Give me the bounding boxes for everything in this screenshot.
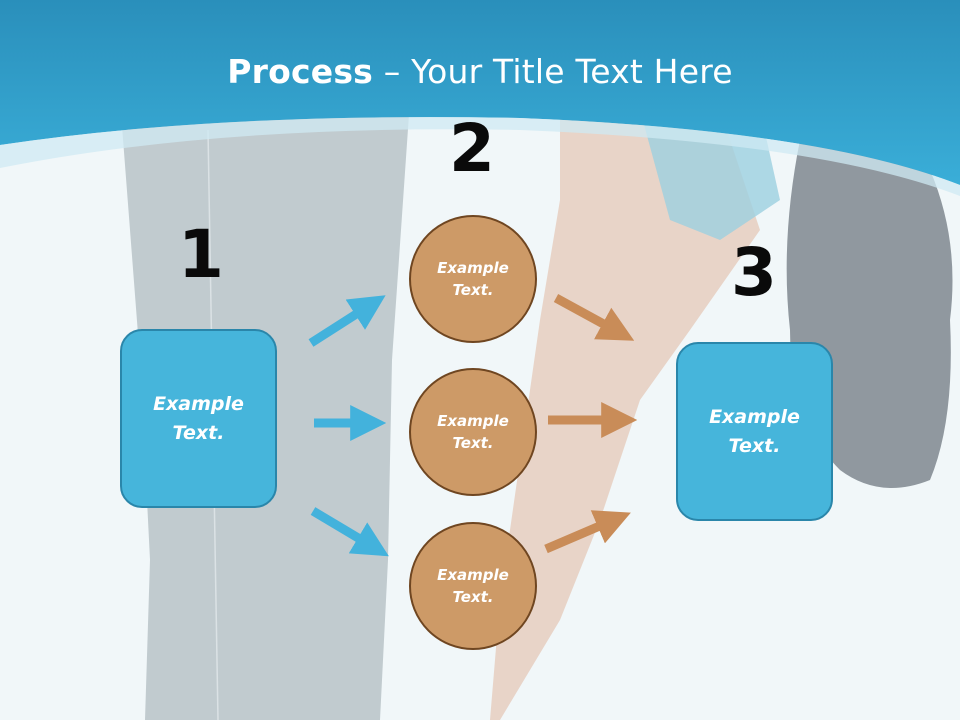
step-box-3: Example Text. [676, 342, 833, 521]
step-box-3-line1: Example [709, 406, 800, 428]
arrow-blue-down [310, 507, 389, 557]
step-circle-2-line1: Example [437, 411, 509, 430]
header-band [0, 0, 960, 185]
step-box-1-line2: Text. [172, 421, 225, 444]
arrow-blue-up [308, 295, 386, 347]
step-circle-3-line2: Text. [452, 588, 494, 606]
step-circle-2: Example Text. [409, 368, 537, 496]
step-circle-2-line2: Text. [452, 434, 494, 452]
arrow-brown-up [544, 510, 631, 554]
step-circle-3: Example Text. [409, 522, 537, 650]
step-circle-1: Example Text. [409, 215, 537, 343]
step-number-1: 1 [178, 216, 224, 293]
step-circle-3-line1: Example [437, 565, 509, 584]
arrow-brown-down [553, 294, 635, 341]
title-bold: Process [227, 52, 374, 91]
step-number-3: 3 [731, 234, 777, 311]
step-box-1-line1: Example [153, 393, 244, 415]
step-circle-1-line2: Text. [452, 281, 494, 299]
step-circle-1-line1: Example [437, 258, 509, 277]
step-box-1: Example Text. [120, 329, 277, 508]
title-rest: – Your Title Text Here [373, 52, 733, 91]
step-number-2: 2 [449, 110, 495, 187]
step-box-3-line2: Text. [728, 434, 781, 457]
slide-title: Process – Your Title Text Here [0, 52, 960, 91]
